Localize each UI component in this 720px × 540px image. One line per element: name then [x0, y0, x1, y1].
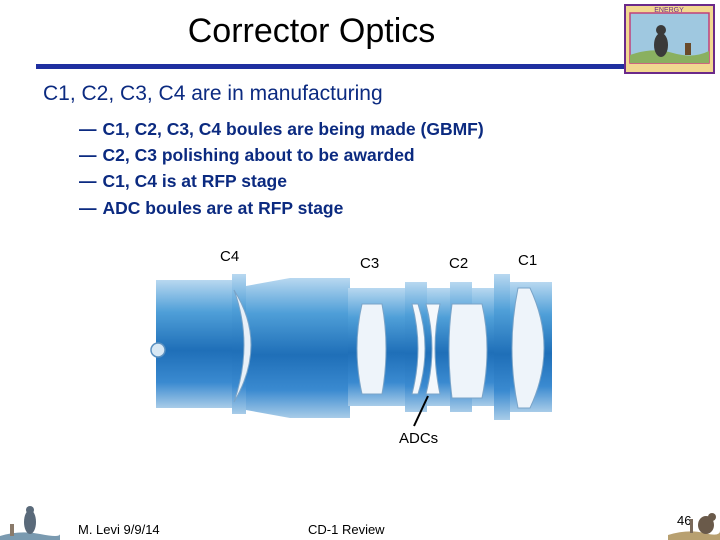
logo-text: ENERGY: [654, 7, 684, 14]
sub-bullet-1: —C1, C2, C3, C4 boules are being made (G…: [79, 119, 484, 139]
lens-adc-2: [425, 303, 441, 395]
main-bullet: C1, C2, C3, C4 are in manufacturing: [43, 82, 383, 105]
sub-bullet-3: —C1, C4 is at RFP stage: [79, 171, 287, 191]
label-c3: C3: [360, 255, 380, 272]
energy-logo: ENERGY: [624, 4, 715, 74]
lens-c3: [356, 303, 387, 395]
label-c4: C4: [220, 248, 240, 265]
lens-c2: [448, 303, 488, 399]
mascot-right-icon: [668, 513, 720, 540]
port-circle: [150, 342, 166, 358]
lens-c4: [233, 289, 252, 403]
footer-author: M. Levi 9/9/14: [78, 522, 160, 537]
lens-c1: [511, 287, 545, 409]
label-c2: C2: [449, 255, 469, 272]
c4-c3-transition: [246, 278, 290, 418]
lens-adc-1: [411, 303, 426, 395]
title-rule: [36, 64, 629, 69]
c4-barrel: [156, 280, 234, 408]
adc-pointer: [413, 395, 429, 427]
page-number: 46: [677, 513, 692, 528]
footer-event: CD-1 Review: [308, 522, 385, 537]
slide-title: Corrector Optics: [187, 12, 436, 50]
label-c1: C1: [518, 252, 538, 269]
corrector-barrel-diagram: [150, 274, 552, 427]
sub-bullet-4: —ADC boules are at RFP stage: [79, 198, 344, 218]
sub-bullet-2: —C2, C3 polishing about to be awarded: [79, 145, 415, 165]
label-adcs: ADCs: [399, 430, 439, 447]
mascot-left-icon: [0, 506, 60, 540]
